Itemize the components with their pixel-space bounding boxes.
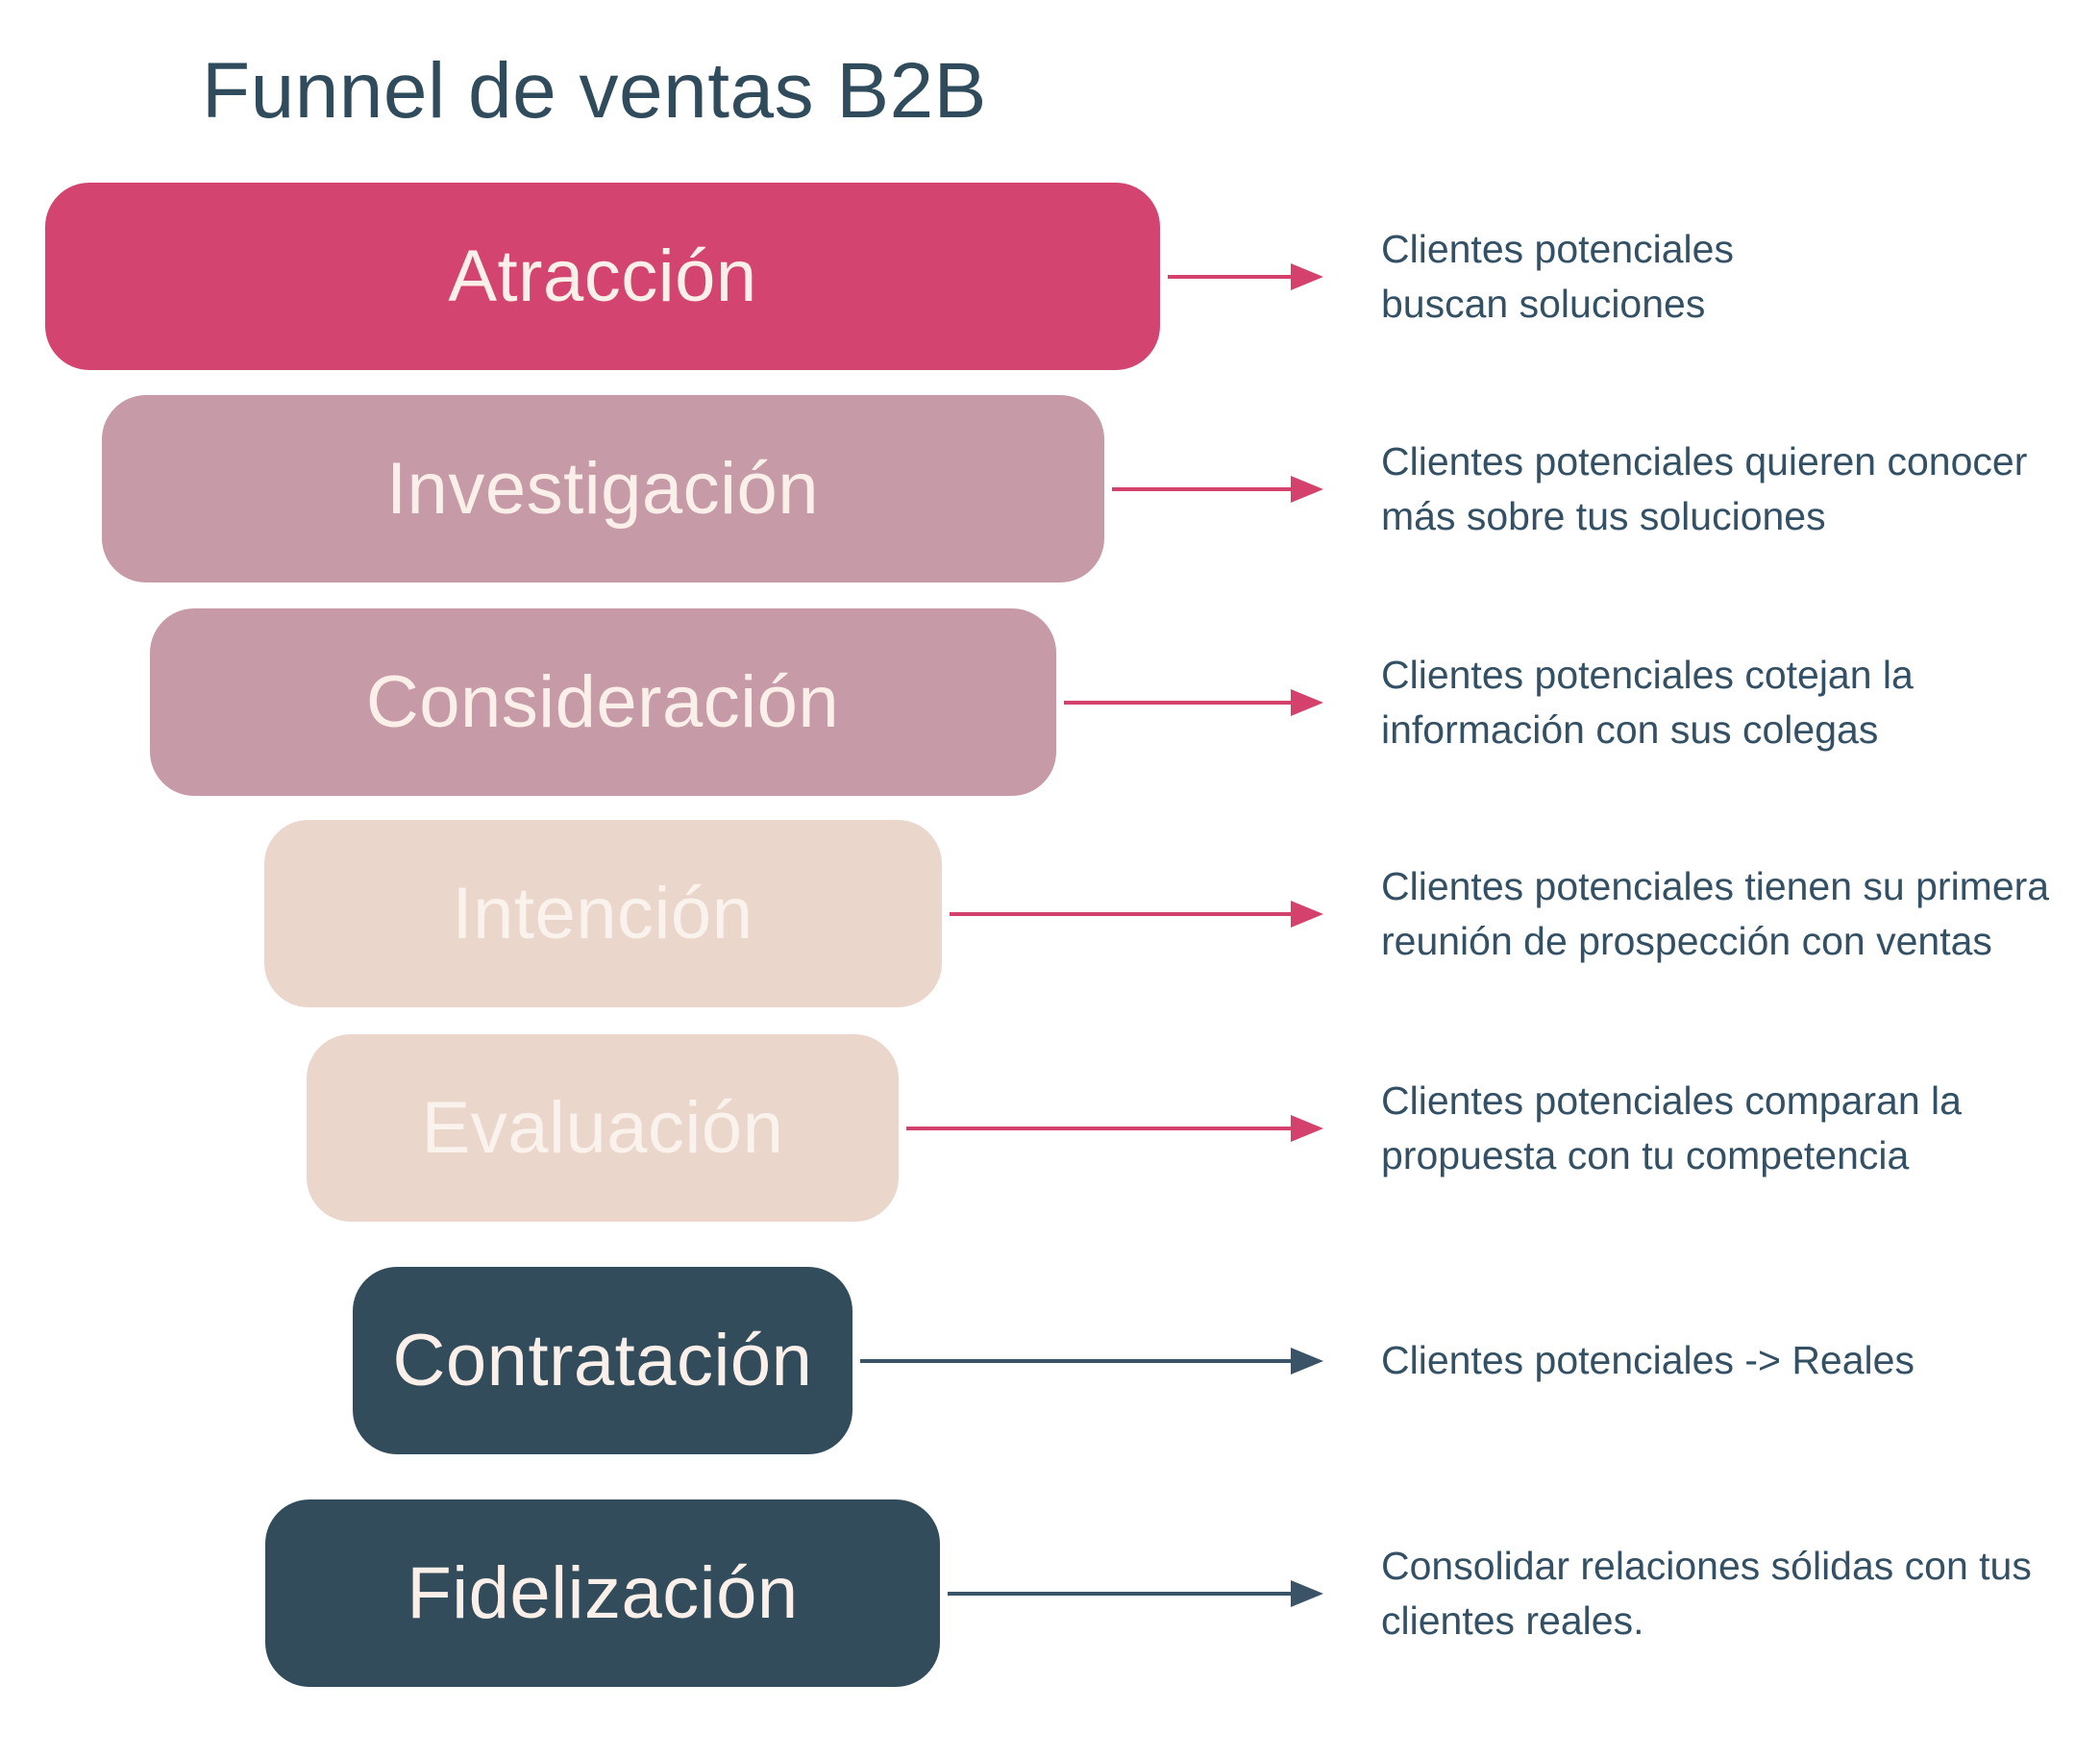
funnel-stage-label: Consideración <box>365 661 840 743</box>
arrow-head <box>1291 1579 1323 1607</box>
funnel-stage-row: Intención Clientes potenciales tienen su… <box>0 820 2100 1007</box>
funnel-stage-row: Consideración Clientes potenciales cotej… <box>0 608 2100 796</box>
funnel-stage-row: Fidelización Consolidar relaciones sólid… <box>0 1499 2100 1687</box>
arrow-head <box>1291 900 1323 928</box>
arrow-head <box>1291 475 1323 503</box>
stage-description-line: buscan soluciones <box>1381 281 1706 326</box>
funnel-stage-label: Intención <box>452 873 754 954</box>
stage-description-line: Consolidar relaciones sólidas con tus <box>1381 1543 2032 1588</box>
stage-description: Clientes potenciales buscan soluciones <box>1381 183 1734 370</box>
funnel-stage-bar: Consideración <box>149 608 1056 796</box>
funnel-stage-label: Fidelización <box>407 1552 799 1634</box>
stage-description-line: Clientes potenciales -> Reales <box>1381 1338 1915 1382</box>
stage-description-line: propuesta con tu competencia <box>1381 1132 1910 1177</box>
stage-description-line: Clientes potenciales quieren conocer <box>1381 438 2028 483</box>
funnel-stage-bar: Investigación <box>101 395 1104 582</box>
stage-description-line: clientes reales. <box>1381 1598 1644 1643</box>
arrow-right-icon <box>1111 395 1323 582</box>
stage-description-line: Clientes potenciales <box>1381 226 1734 271</box>
funnel-stage-row: Atracción Clientes potenciales buscan sol… <box>0 183 2100 370</box>
arrow-right-icon <box>860 1267 1323 1454</box>
funnel-stage-label: Contratación <box>392 1320 813 1401</box>
arrow-head <box>1291 262 1323 290</box>
arrow-right-icon <box>906 1034 1323 1222</box>
funnel-stage-label: Evaluación <box>421 1087 784 1169</box>
funnel-stage-bar: Intención <box>263 820 942 1007</box>
stage-description: Clientes potenciales cotejan la informaci… <box>1381 608 1914 796</box>
funnel-stage-bar: Contratación <box>353 1267 852 1454</box>
arrow-line <box>949 911 1291 916</box>
arrow-line <box>1063 700 1291 705</box>
arrow-line <box>906 1126 1291 1130</box>
stage-description: Clientes potenciales quieren conocer más … <box>1381 395 2027 582</box>
funnel-stage-label: Atracción <box>448 235 757 317</box>
arrow-right-icon <box>948 1499 1323 1687</box>
stage-description-line: Clientes potenciales comparan la <box>1381 1078 1962 1123</box>
funnel-stage-row: Evaluación Clientes potenciales comparan… <box>0 1034 2100 1222</box>
stage-description: Clientes potenciales -> Reales <box>1381 1267 1915 1454</box>
stage-description: Clientes potenciales tienen su primera re… <box>1381 820 2049 1007</box>
stage-description-line: Clientes potenciales cotejan la <box>1381 652 1914 697</box>
stage-description-line: reunión de prospección con ventas <box>1381 918 1992 963</box>
arrow-line <box>1168 274 1291 279</box>
diagram-title: Funnel de ventas B2B <box>202 47 987 135</box>
arrow-line <box>948 1591 1291 1596</box>
funnel-stage-row: Contratación Clientes potenciales -> Rea… <box>0 1267 2100 1454</box>
arrow-head <box>1291 688 1323 716</box>
arrow-right-icon <box>1063 608 1323 796</box>
funnel-stage-row: Investigación Clientes potenciales quier… <box>0 395 2100 582</box>
funnel-stage-bar: Fidelización <box>265 1499 940 1687</box>
arrow-right-icon <box>949 820 1323 1007</box>
stage-description: Clientes potenciales comparan la propuest… <box>1381 1034 1962 1222</box>
arrow-head <box>1291 1114 1323 1142</box>
funnel-stage-bar: Evaluación <box>307 1034 899 1222</box>
stage-description-line: información con sus colegas <box>1381 706 1879 752</box>
funnel-stage-bar: Atracción <box>45 183 1160 370</box>
stage-description-line: más sobre tus soluciones <box>1381 493 1826 538</box>
arrow-line <box>1111 486 1291 491</box>
arrow-right-icon <box>1168 183 1323 370</box>
stage-description: Consolidar relaciones sólidas con tus cli… <box>1381 1499 2032 1687</box>
arrow-line <box>860 1358 1291 1363</box>
arrow-head <box>1291 1347 1323 1375</box>
funnel-stage-label: Investigación <box>385 448 820 530</box>
stage-description-line: Clientes potenciales tienen su primera <box>1381 863 2050 908</box>
